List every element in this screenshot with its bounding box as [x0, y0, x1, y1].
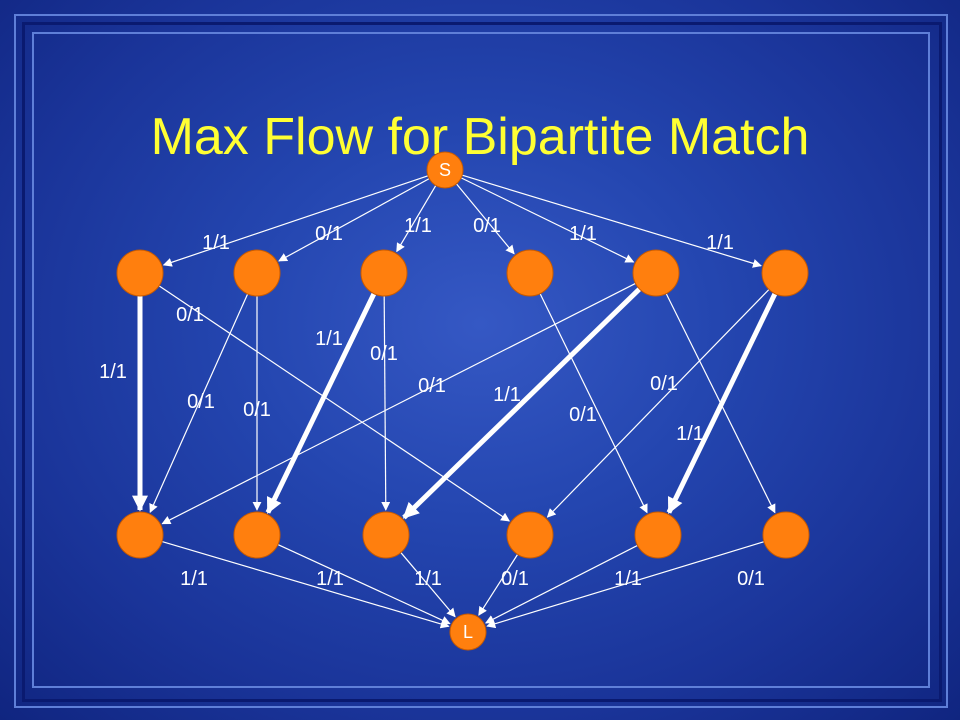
sink-edge-1 [277, 544, 451, 625]
sink-edge-3 [478, 554, 519, 616]
left-node-5 [761, 249, 809, 297]
source-edge-1 [278, 178, 430, 262]
source-edge-5 [462, 174, 762, 268]
source-edge-4 [460, 177, 635, 263]
page-title: Max Flow for Bipartite Match [150, 107, 810, 166]
sink-edge-2 [400, 552, 456, 618]
middle-edge-6 [539, 293, 648, 514]
sink-edge-4 [485, 544, 638, 624]
middle-edge-10 [546, 289, 770, 518]
right-node-1 [233, 511, 281, 559]
middle-edge-label-3: 0/1 [243, 399, 271, 421]
left-node-4 [632, 249, 680, 297]
sink-edge-label-5: 0/1 [737, 568, 765, 590]
middle-edge-1 [158, 285, 510, 522]
source-node [426, 151, 464, 189]
source-edge-label-3: 0/1 [473, 215, 501, 237]
middle-edge-7 [161, 282, 636, 525]
sink-edge-label-0: 1/1 [180, 568, 208, 590]
sink-edge-5 [486, 541, 765, 629]
middle-edge-label-7: 0/1 [418, 375, 446, 397]
sink-edge-label-2: 1/1 [414, 568, 442, 590]
middle-edge-label-10: 0/1 [650, 373, 678, 395]
left-node-0 [116, 249, 164, 297]
middle-edge-label-4: 1/1 [315, 328, 343, 350]
middle-edge-8 [402, 287, 642, 520]
source-node-label: S [439, 160, 451, 180]
right-node-3 [506, 511, 554, 559]
source-edge-label-1: 0/1 [315, 223, 343, 245]
source-edge-label-0: 1/1 [202, 232, 230, 254]
sink-edge-0 [161, 540, 450, 629]
sink-edge-label-4: 1/1 [614, 568, 642, 590]
right-node-0 [116, 511, 164, 559]
middle-edge-label-5: 0/1 [370, 343, 398, 365]
source-edge-label-4: 1/1 [569, 223, 597, 245]
source-edge-0 [162, 175, 429, 267]
middle-edge-label-1: 0/1 [176, 304, 204, 326]
middle-edge-label-2: 0/1 [187, 391, 215, 413]
middle-edge-2 [149, 293, 249, 513]
middle-edge-11 [666, 292, 778, 514]
right-node-2 [362, 511, 410, 559]
middle-edge-4 [265, 292, 377, 514]
middle-edge-label-0: 1/1 [99, 361, 127, 383]
sink-node [449, 613, 487, 651]
sink-node-label: L [463, 622, 473, 642]
source-edge-3 [455, 183, 515, 255]
middle-edge-label-11: 1/1 [676, 423, 704, 445]
middle-edge-label-6: 0/1 [569, 404, 597, 426]
source-edge-label-5: 1/1 [706, 232, 734, 254]
sink-edge-label-1: 1/1 [316, 568, 344, 590]
left-node-1 [233, 249, 281, 297]
middle-edge-label-8: 1/1 [493, 384, 521, 406]
source-edge-2 [396, 185, 437, 253]
right-node-5 [762, 511, 810, 559]
right-node-4 [634, 511, 682, 559]
left-node-3 [506, 249, 554, 297]
middle-edge-5 [381, 295, 391, 511]
left-node-2 [360, 249, 408, 297]
source-edge-label-2: 1/1 [404, 215, 432, 237]
sink-edge-label-3: 0/1 [501, 568, 529, 590]
